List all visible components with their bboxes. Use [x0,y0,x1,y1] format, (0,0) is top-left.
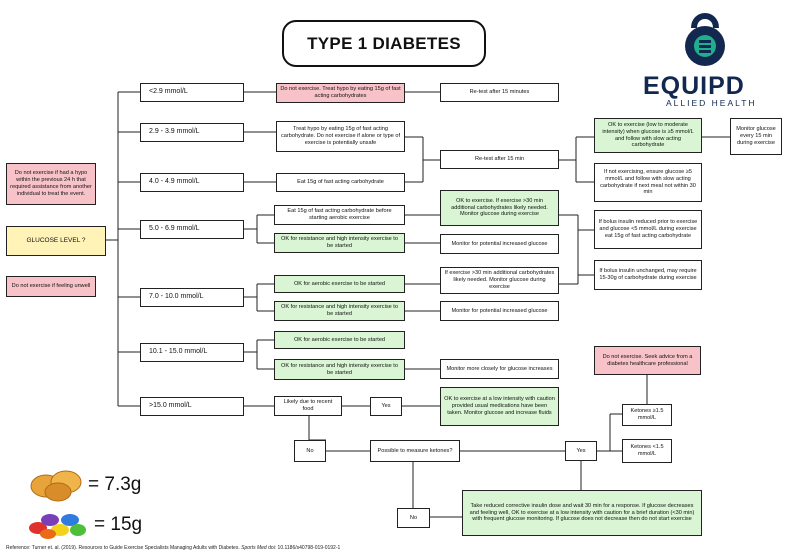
no-box-1: No [294,440,326,462]
bolus-reduced-box: If bolus insulin reduced prior to exerci… [594,210,702,249]
action-box-10: Likely due to recent food [274,396,342,416]
unwell-warning-box: Do not exercise if feeling unwell [6,276,96,297]
no-box-2: No [397,508,430,528]
yes-box-1: Yes [370,397,402,416]
monitor-closely-box: Monitor more closely for glucose increas… [440,359,559,379]
monitor-increased-box-2: Monitor for potential increased glucose [440,301,559,321]
logo-subtitle: ALLIED HEALTH [666,98,757,108]
not-exercising-box: If not exercising, ensure glucose ≥5 mmo… [594,163,702,202]
jelly-beans-icon [29,514,86,539]
monitor-increased-box-1: Monitor for potential increased glucose [440,234,559,254]
logo-wordmark: EQUIPD [643,72,745,100]
retest-15-min-box: Re-test after 15 min [440,150,559,169]
action-box-7: OK for resistance and high intensity exe… [274,301,405,321]
corrective-insulin-box: Take reduced corrective insulin dose and… [462,490,702,536]
bolus-unchanged-box: If bolus insulin unchanged, may require … [594,260,702,290]
page-title: TYPE 1 DIABETES [282,20,486,67]
ok-exercise-30-box: OK to exercise. If exercise >30 min addi… [440,190,559,226]
reference-citation: Reference: Turner et. al. (2019). Resour… [6,545,341,551]
level-box-5: 7.0 - 10.0 mmol/L [140,288,244,307]
glucose-level-box: GLUCOSE LEVEL ? [6,226,106,256]
retest-15-minutes-box: Re-test after 15 minutes [440,83,559,102]
action-box-8: OK for aerobic exercise to be started [274,331,405,349]
monitor-every-15-box: Monitor glucose every 15 min during exer… [730,118,782,155]
action-box-3: Eat 15g of fast acting carbohydrate [276,173,405,192]
action-box-5: OK for resistance and high intensity exe… [274,233,405,253]
kettlebell-logo-icon [685,13,725,66]
ketones-high-box: Ketones ≥1.5 mmol/L [622,404,672,426]
action-box-4: Eat 15g of fast acting carbohydrate befo… [274,205,405,225]
ok-low-intensity-box: OK to exercise at a low intensity with c… [440,387,559,426]
action-box-1: Do not exercise. Treat hypo by eating 15… [276,83,405,103]
legend-value-1: = 7.3g [88,474,142,495]
level-box-3: 4.0 - 4.9 mmol/L [140,173,244,192]
action-box-6: OK for aerobic exercise to be started [274,275,405,293]
seek-advice-box: Do not exercise. Seek advice from a diab… [594,346,701,375]
hypo-warning-box: Do not exercise if had a hypo within the… [6,163,96,205]
jaffa-lollies-icon [30,470,82,502]
ketones-low-box: Ketones <1.5 mmol/L [622,439,672,463]
if-exercise-30-box: If exercise >30 min additional carbohydr… [440,267,559,294]
level-box-1: <2.9 mmol/L [140,83,244,102]
level-box-6: 10.1 - 15.0 mmol/L [140,343,244,362]
action-box-2: Treat hypo by eating 15g of fast acting … [276,121,405,152]
ok-low-moderate-box: OK to exercise (low to moderate intensit… [594,118,702,153]
yes-box-2: Yes [565,441,597,461]
level-box-2: 2.9 - 3.9 mmol/L [140,123,244,142]
legend-value-2: = 15g [94,514,143,535]
measure-ketones-box: Possible to measure ketones? [370,440,460,462]
level-box-7: >15.0 mmol/L [140,397,244,416]
level-box-4: 5.0 - 6.9 mmol/L [140,220,244,239]
action-box-9: OK for resistance and high intensity exe… [274,359,405,380]
